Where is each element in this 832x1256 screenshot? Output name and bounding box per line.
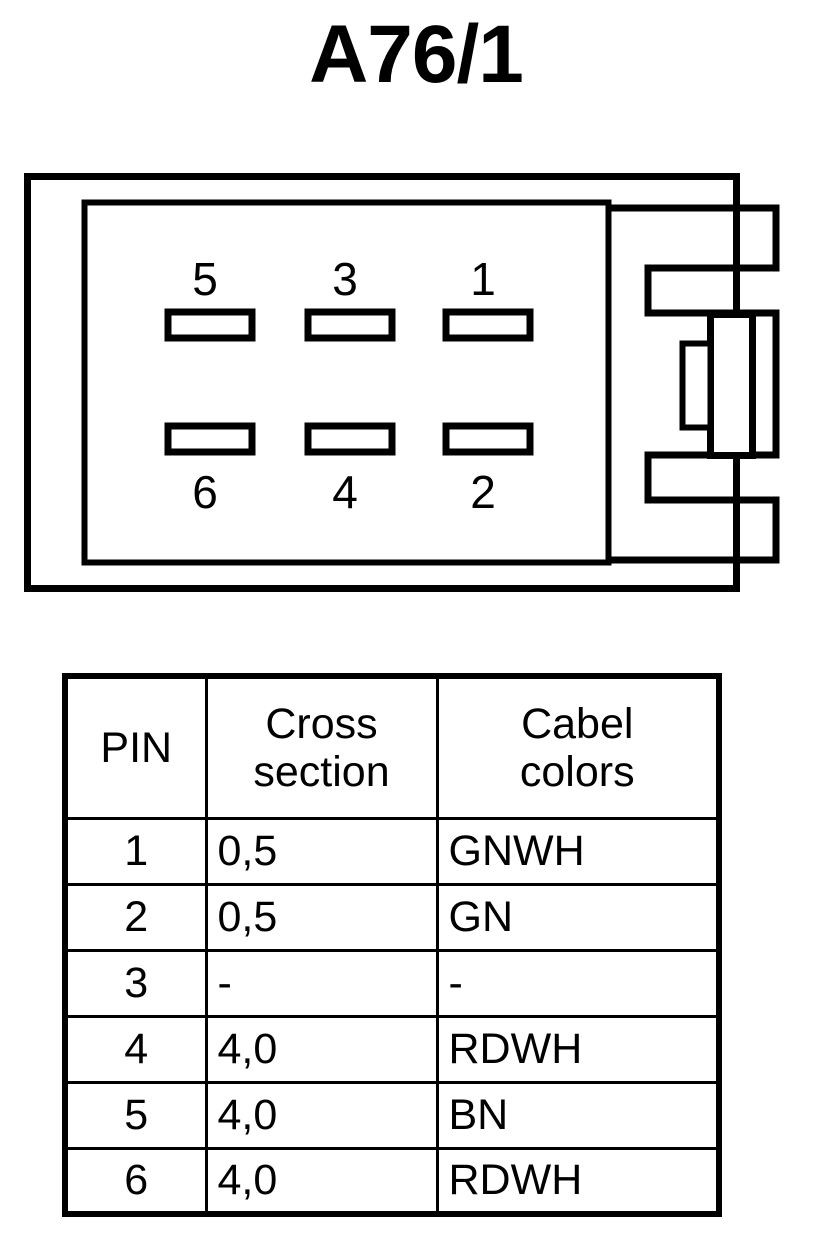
table-body: 1 0,5 GNWH 2 0,5 GN 3 - - 4 4,0 RDWH 5 4… xyxy=(62,816,722,1217)
pin-label-6: 6 xyxy=(192,466,218,518)
column-header-color-line1: Cabel xyxy=(521,699,634,748)
pin-label-5: 5 xyxy=(192,253,218,305)
connector-latch-tongue xyxy=(707,311,756,459)
column-header-cross-line1: Cross xyxy=(265,699,378,748)
table-header-row: PIN Cross section Cabel colors xyxy=(62,673,722,820)
cell-cable-colors: GN xyxy=(435,882,722,952)
pin-label-4: 4 xyxy=(332,466,358,518)
cell-cross-section: 0,5 xyxy=(204,816,439,886)
pin-slot-3 xyxy=(304,308,396,342)
cell-pin: 4 xyxy=(62,1014,208,1084)
pin-label-1: 1 xyxy=(470,253,496,305)
connector-outer-body xyxy=(24,173,740,592)
pin-slot-2 xyxy=(442,422,534,456)
table-row: 6 4,0 RDWH xyxy=(62,1146,722,1217)
cell-cross-section: 4,0 xyxy=(204,1080,439,1150)
connector-svg: 5 3 1 6 4 2 xyxy=(24,173,780,592)
table-row: 5 4,0 BN xyxy=(62,1080,722,1150)
cell-cross-section: 0,5 xyxy=(204,882,439,952)
connector-latch-profile xyxy=(611,204,780,564)
table-row: 3 - - xyxy=(62,948,722,1018)
pin-slot-6 xyxy=(164,422,256,456)
cell-cable-colors: - xyxy=(435,948,722,1018)
connector-inner-cavity xyxy=(81,199,612,566)
table-header: PIN Cross section Cabel colors xyxy=(62,673,722,820)
column-header-pin: PIN xyxy=(62,673,208,820)
pin-slot-5 xyxy=(164,308,256,342)
cell-cross-section: - xyxy=(204,948,439,1018)
pin-slot-1 xyxy=(442,308,534,342)
cell-cable-colors: RDWH xyxy=(435,1146,722,1217)
cell-cable-colors: GNWH xyxy=(435,816,722,886)
cell-pin: 1 xyxy=(62,816,208,886)
cell-cable-colors: RDWH xyxy=(435,1014,722,1084)
cell-cross-section: 4,0 xyxy=(204,1014,439,1084)
connector-diagram: 5 3 1 6 4 2 xyxy=(0,160,832,600)
page-title: A76/1 xyxy=(309,9,524,100)
connector-latch-notch xyxy=(679,340,714,431)
table-row: 2 0,5 GN xyxy=(62,882,722,952)
table-row: 4 4,0 RDWH xyxy=(62,1014,722,1084)
pin-label-2: 2 xyxy=(470,466,496,518)
cell-pin: 3 xyxy=(62,948,208,1018)
cell-pin: 2 xyxy=(62,882,208,952)
pin-assignment-table: PIN Cross section Cabel colors 1 0,5 GNW… xyxy=(62,673,722,1217)
column-header-cross-line2: section xyxy=(253,747,390,796)
pin-label-3: 3 xyxy=(332,253,358,305)
column-header-cross-section: Cross section xyxy=(204,673,439,820)
cell-cable-colors: BN xyxy=(435,1080,722,1150)
column-header-cable-colors: Cabel colors xyxy=(435,673,722,820)
table-row: 1 0,5 GNWH xyxy=(62,816,722,886)
column-header-color-line2: colors xyxy=(519,747,635,796)
cell-pin: 5 xyxy=(62,1080,208,1150)
cell-pin: 6 xyxy=(62,1146,208,1217)
cell-cross-section: 4,0 xyxy=(204,1146,439,1217)
pin-slot-4 xyxy=(304,422,396,456)
